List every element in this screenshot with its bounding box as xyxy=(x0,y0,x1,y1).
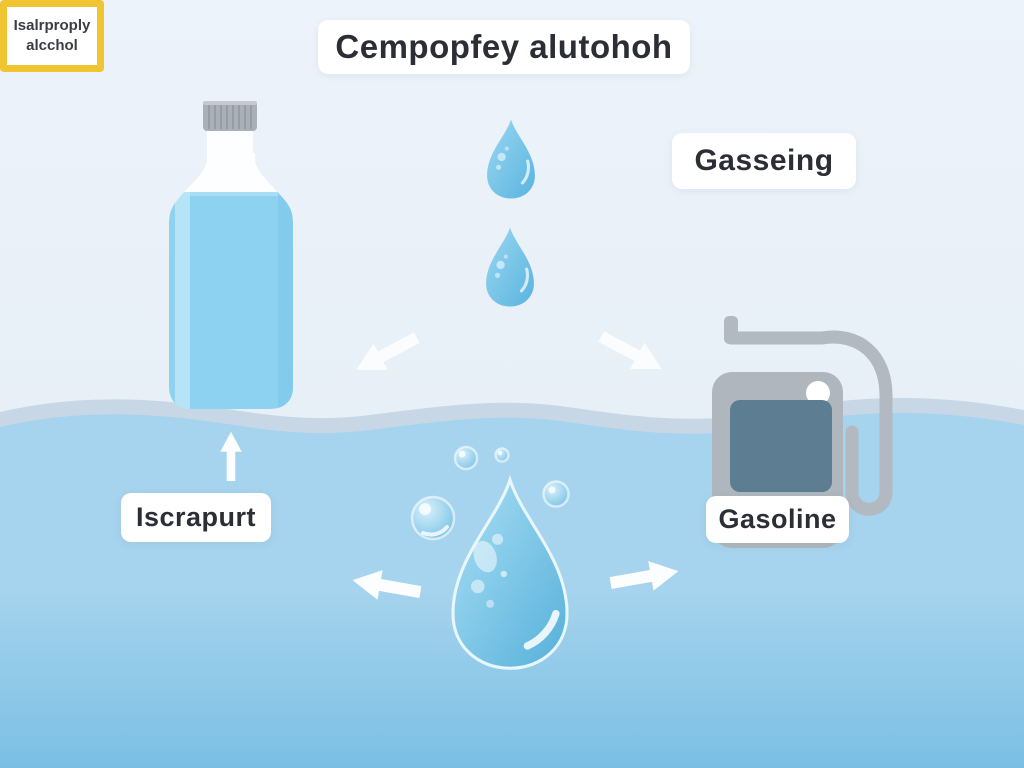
pump-hose xyxy=(724,330,893,516)
bottle-label-line2: alcchol xyxy=(26,37,78,54)
bottle-liquid xyxy=(169,192,293,409)
bottle-label-line1: Isalrproply xyxy=(13,16,91,34)
gasseing-text: Gasseing xyxy=(694,144,834,177)
gasoline-text: Gasoline xyxy=(718,504,837,534)
water-drop-icon xyxy=(487,119,535,199)
label-gasoline: Gasoline xyxy=(706,496,849,543)
label-gasseing: Gasseing xyxy=(672,133,856,189)
alcohol-bottle-icon xyxy=(169,101,293,409)
pump-screen xyxy=(730,400,832,492)
arrow-right-icon xyxy=(609,561,679,591)
page-title: Cempopfey alutohoh xyxy=(318,20,690,74)
label-iscrapurt: Iscrapurt xyxy=(121,493,271,542)
arrow-down-right-icon xyxy=(598,331,663,370)
bubble-icon xyxy=(410,445,570,541)
iscrapurt-text: Iscrapurt xyxy=(135,502,257,532)
arrow-down-left-icon xyxy=(355,332,420,371)
title-text: Cempopfey alutohoh xyxy=(335,28,673,65)
bottle-cap-icon xyxy=(203,101,257,131)
arrow-up-icon xyxy=(220,431,242,481)
arrow-left-icon xyxy=(352,570,422,600)
pump-light xyxy=(806,381,830,405)
large-water-drop-icon xyxy=(451,474,569,670)
bottle-label: Isalrproply alcchol xyxy=(0,0,104,72)
water-drop-icon xyxy=(486,227,534,307)
